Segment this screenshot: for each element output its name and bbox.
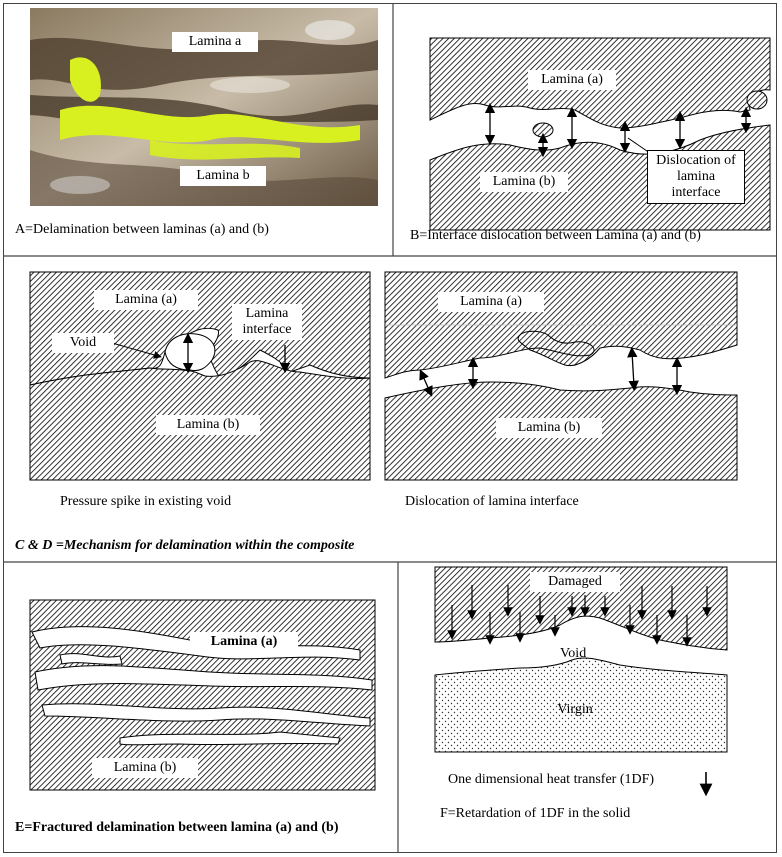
- panel-c-label-top: Lamina (a): [94, 290, 198, 310]
- panel-f-label-virgin: Virgin: [557, 702, 593, 717]
- panel-b-caption: B=Interface dislocation between Lamina (…: [410, 228, 701, 243]
- panel-d-caption: Dislocation of lamina interface: [405, 494, 579, 509]
- panel-b-label-bottom: Lamina (b): [480, 172, 568, 192]
- panel-e-caption: E=Fractured delamination between lamina …: [15, 820, 339, 835]
- panel-d-label-bottom: Lamina (b): [496, 418, 602, 438]
- panel-f-caption: F=Retardation of 1DF in the solid: [440, 806, 631, 821]
- panel-c-diagram: [29, 271, 371, 481]
- panel-f-diagram: [434, 566, 728, 797]
- panel-d-label-top: Lamina (a): [438, 292, 544, 312]
- panel-c-caption: Pressure spike in existing void: [60, 494, 232, 509]
- panel-a-label-bottom: Lamina b: [180, 166, 266, 186]
- panel-e-label-top: Lamina (a): [190, 632, 298, 652]
- panel-e-diagram: [29, 599, 376, 791]
- panel-a-micrograph: [30, 8, 378, 206]
- panel-f-label-damaged: Damaged: [530, 572, 620, 592]
- panel-cd-caption: C & D =Mechanism for delamination within…: [15, 538, 355, 553]
- panel-f-label-void: Void: [560, 646, 587, 661]
- panel-b-label-top: Lamina (a): [528, 70, 616, 90]
- panel-f-heat-label: One dimensional heat transfer (1DF): [448, 772, 655, 787]
- panel-c-label-interface: Lamina interface: [232, 304, 302, 340]
- panel-a-caption: A=Delamination between laminas (a) and (…: [15, 222, 269, 237]
- panel-a-label-top: Lamina a: [172, 32, 258, 52]
- panel-c-label-void: Void: [52, 333, 114, 353]
- panel-c-label-bottom: Lamina (b): [156, 415, 260, 435]
- panel-dividers: [3, 3, 777, 853]
- panel-e-label-bottom: Lamina (b): [92, 758, 198, 778]
- panel-b-callout: Dislocation of lamina interface: [647, 150, 745, 204]
- figure-frame: [3, 3, 777, 853]
